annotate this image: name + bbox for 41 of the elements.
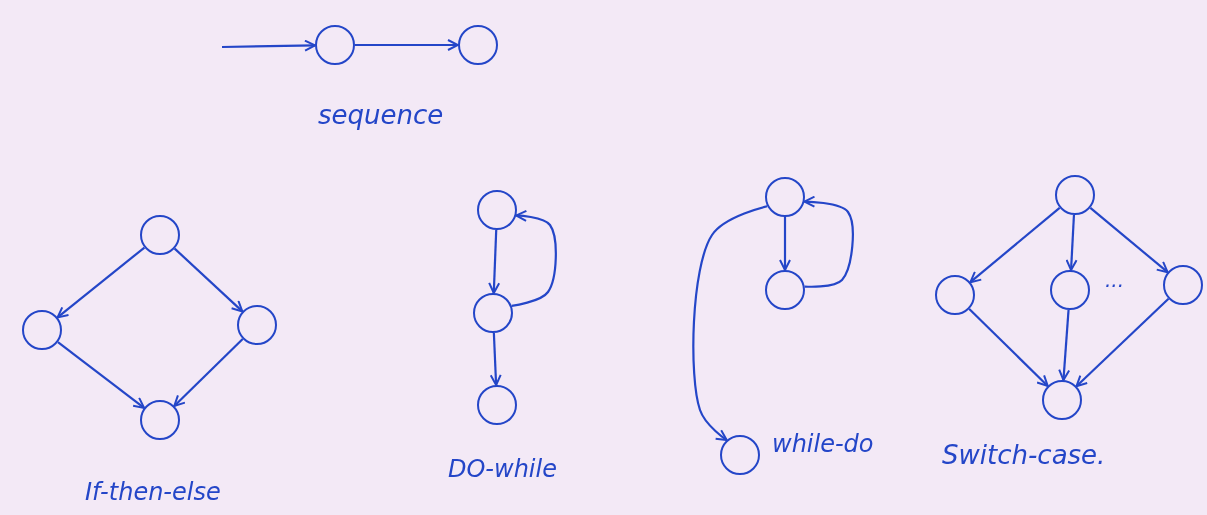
arrow bbox=[692, 205, 768, 442]
flow-node-circle bbox=[477, 385, 517, 425]
ellipsis-label: ... bbox=[1105, 268, 1125, 292]
arrow bbox=[511, 209, 557, 307]
flow-node-circle bbox=[765, 270, 805, 310]
flow-node-circle bbox=[477, 190, 517, 230]
flow-node-circle bbox=[140, 215, 180, 255]
flow-node-circle bbox=[140, 400, 180, 440]
diagram-caption: DO-while bbox=[448, 455, 557, 483]
arrow bbox=[489, 332, 502, 386]
flow-node-circle bbox=[765, 177, 805, 217]
flow-node-circle bbox=[720, 435, 760, 475]
diagram-caption: If-then-else bbox=[85, 478, 221, 506]
arrow bbox=[1089, 206, 1169, 274]
arrow bbox=[803, 195, 854, 288]
arrow bbox=[969, 206, 1061, 284]
arrow bbox=[57, 341, 146, 409]
arrow bbox=[355, 39, 459, 51]
flow-node-circle bbox=[935, 275, 975, 315]
arrow bbox=[1065, 214, 1078, 272]
arrow bbox=[56, 246, 146, 319]
flow-node-circle bbox=[315, 25, 355, 65]
diagram-caption: sequence bbox=[318, 100, 444, 130]
flow-node-circle bbox=[1050, 270, 1090, 310]
flow-node-circle bbox=[473, 293, 513, 333]
arrow bbox=[968, 308, 1049, 387]
arrow bbox=[173, 247, 244, 313]
flow-node-circle bbox=[237, 305, 277, 345]
flow-node-circle bbox=[22, 310, 62, 350]
flow-node-circle bbox=[1055, 175, 1095, 215]
arrow bbox=[1075, 298, 1170, 388]
arrow bbox=[779, 217, 791, 271]
arrow bbox=[173, 338, 244, 407]
flow-node-circle bbox=[1042, 380, 1082, 420]
arrow bbox=[488, 229, 501, 294]
diagram-caption: Switch-case. bbox=[942, 440, 1106, 470]
arrow bbox=[222, 39, 316, 52]
flow-node-circle bbox=[458, 25, 498, 65]
flow-node-circle bbox=[1163, 265, 1203, 305]
diagram-caption: while-do bbox=[772, 430, 874, 458]
arrow bbox=[1058, 309, 1071, 382]
